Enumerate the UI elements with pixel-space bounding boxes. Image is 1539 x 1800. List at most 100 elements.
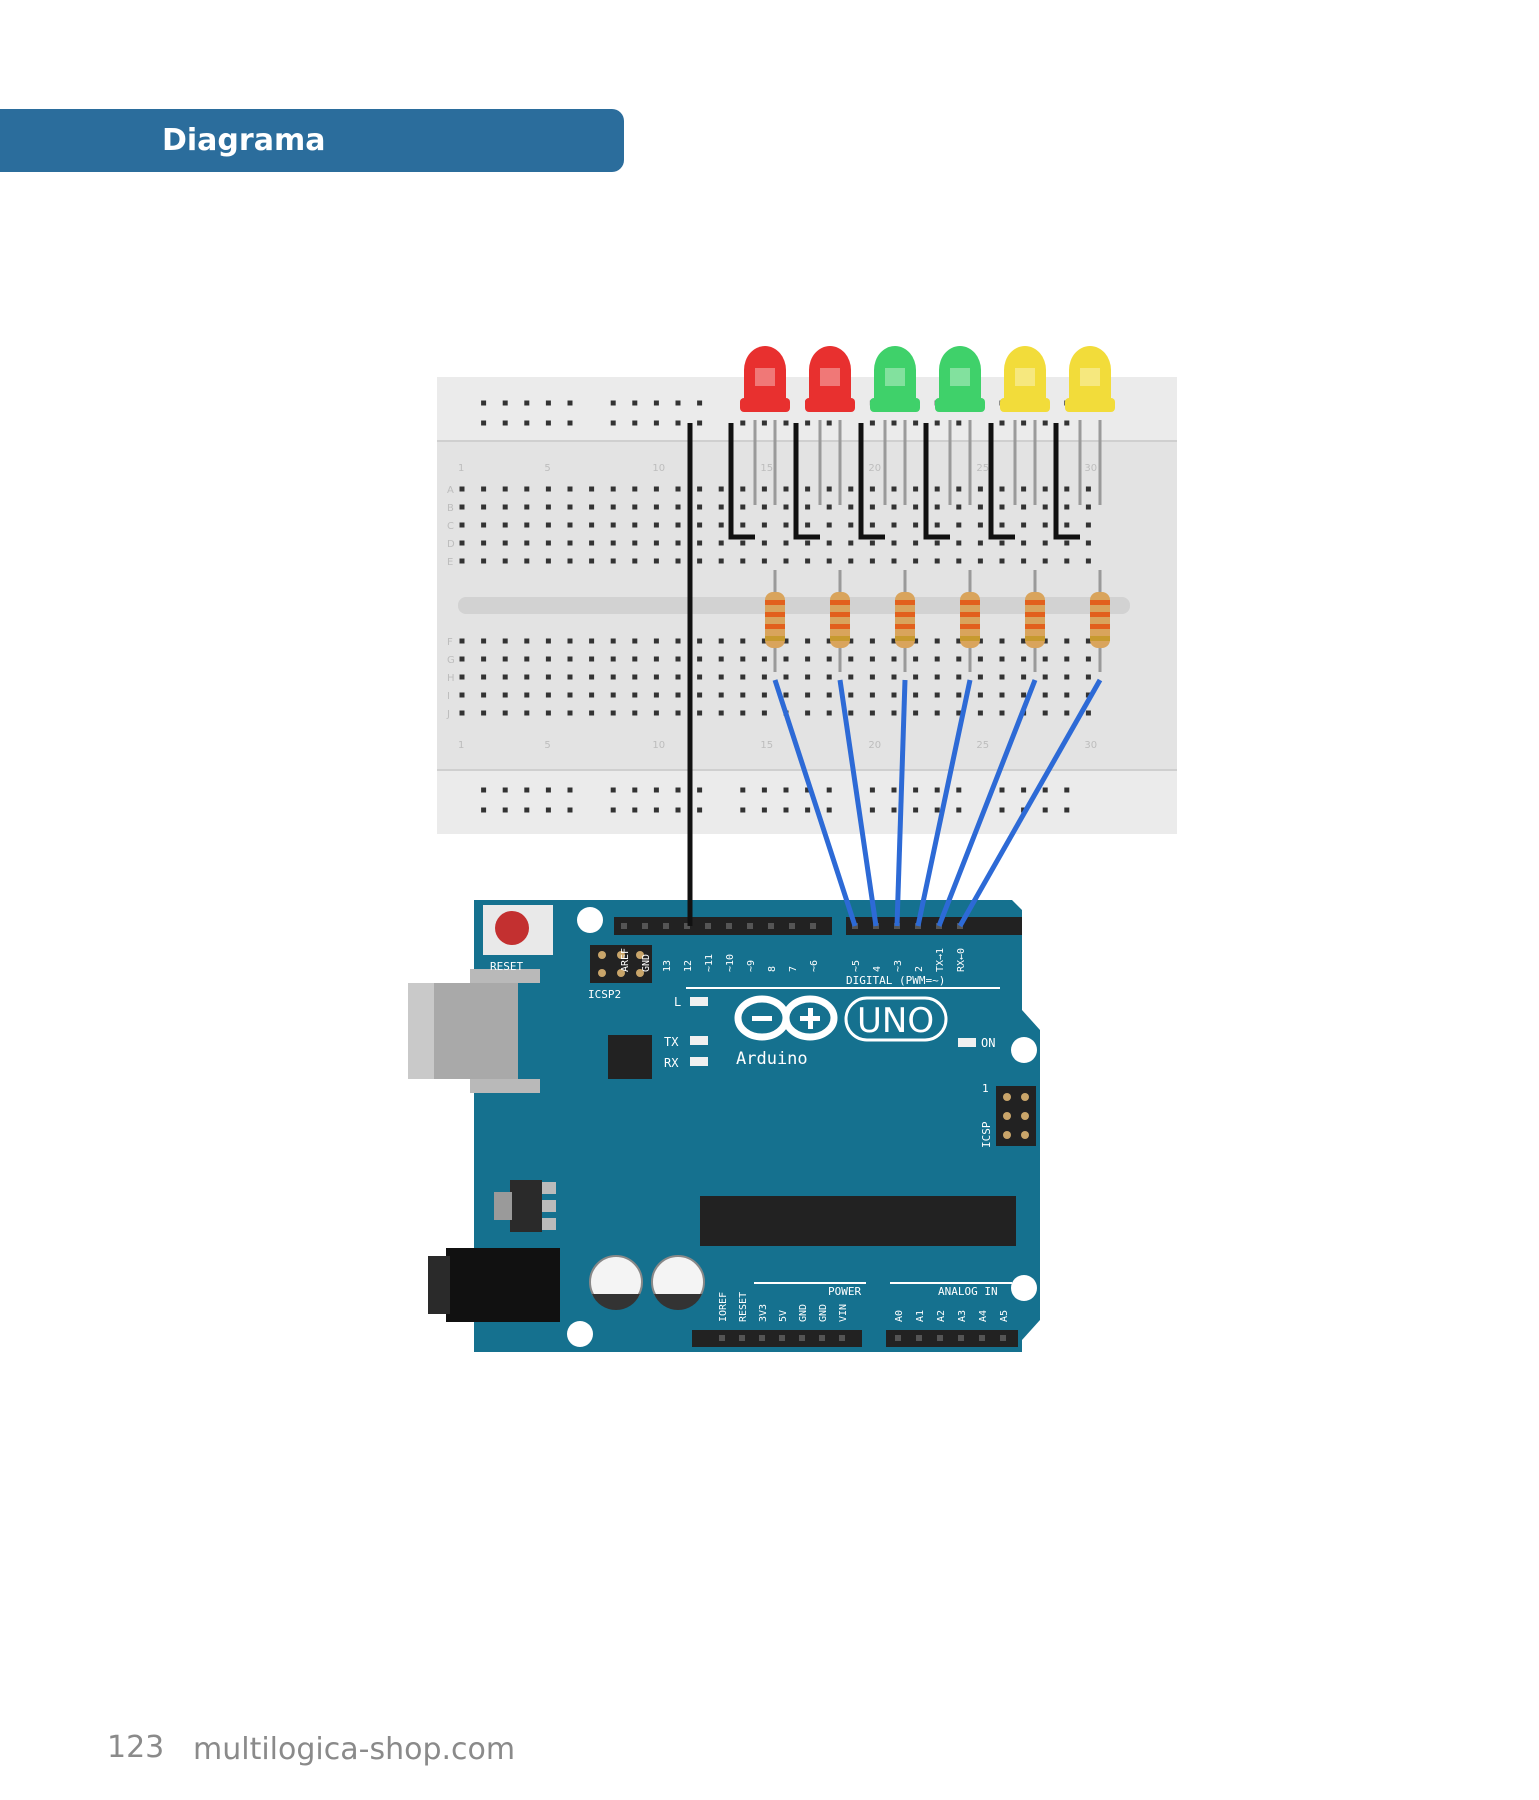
- header-pin: [739, 1335, 745, 1341]
- col-number: 15: [760, 463, 773, 474]
- led-ground-wire: [858, 423, 885, 540]
- resistor-band: [960, 600, 980, 605]
- resistor: [895, 592, 915, 648]
- digital-pin-label: ~10: [725, 954, 736, 972]
- analog-pin-label: A0: [894, 1310, 905, 1322]
- resistor: [960, 592, 980, 648]
- header-pin: [937, 1335, 943, 1341]
- header-pin: [621, 923, 627, 929]
- reset-button[interactable]: [483, 905, 553, 955]
- header-pin: [719, 1335, 725, 1341]
- col-number: 30: [1084, 463, 1097, 474]
- page-number: 123: [107, 1730, 165, 1765]
- header-pin: [810, 923, 816, 929]
- digital-pin-label: GND: [641, 954, 652, 972]
- digital-label: DIGITAL (PWM=~): [846, 974, 945, 987]
- led-rim: [740, 398, 790, 412]
- led-ground-wire: [728, 423, 755, 540]
- digital-pin-label: ~3: [893, 960, 904, 972]
- header-pin: [1000, 1335, 1006, 1341]
- resistor: [830, 592, 850, 648]
- header-pin: [726, 923, 732, 929]
- section-header-banner: Diagrama: [0, 109, 624, 172]
- icsp-header: [996, 1086, 1036, 1146]
- analog-header: [886, 1330, 1018, 1347]
- resistor-band: [765, 612, 785, 617]
- power-header: [692, 1330, 862, 1347]
- header-pin: [705, 923, 711, 929]
- power-pin-label: 3V3: [758, 1304, 769, 1322]
- power-pin-label: GND: [818, 1304, 829, 1322]
- resistor-band: [960, 612, 980, 617]
- footer-site: multilogica-shop.com: [193, 1732, 516, 1767]
- led-tx-label: TX: [664, 1035, 679, 1049]
- digital-pin-label: RX←0: [956, 948, 967, 972]
- resistor: [765, 592, 785, 648]
- digital-pin-label: ~9: [746, 960, 757, 972]
- power-pin-label: GND: [798, 1304, 809, 1322]
- icsp2-label: ICSP2: [588, 988, 621, 1001]
- led-rx-label: RX: [664, 1056, 679, 1070]
- row-letter: I: [447, 691, 450, 702]
- resistor-band: [765, 636, 785, 641]
- capacitors: [589, 1255, 705, 1311]
- digital-pin-label: ~11: [704, 954, 715, 972]
- row-letter: H: [447, 673, 455, 684]
- icsp2-header: [590, 945, 652, 983]
- section-title: Diagrama: [162, 123, 326, 158]
- col-number: 25: [976, 463, 989, 474]
- analog-pin-label: A1: [915, 1310, 926, 1322]
- power-pin-label: 5V: [778, 1310, 789, 1322]
- row-letter: B: [447, 503, 454, 514]
- col-number: 30: [1084, 740, 1097, 751]
- led-body: [809, 346, 851, 400]
- microcontroller-chip: [700, 1196, 1016, 1246]
- resistor-band: [1090, 612, 1110, 617]
- resistor-band: [830, 636, 850, 641]
- resistor-band: [960, 636, 980, 641]
- col-number: 1: [458, 463, 464, 474]
- resistor-band: [1025, 636, 1045, 641]
- row-letter: E: [447, 557, 453, 568]
- col-number: 1: [458, 740, 464, 751]
- resistor-band: [895, 624, 915, 629]
- led-ground-wire: [988, 423, 1015, 540]
- led-red: [805, 346, 855, 412]
- header-pin: [759, 1335, 765, 1341]
- resistor: [1090, 592, 1110, 648]
- led-on-label: ON: [981, 1036, 995, 1050]
- led-rim: [1000, 398, 1050, 412]
- col-number: 5: [544, 740, 550, 751]
- reset-label: RESET: [490, 960, 523, 973]
- digital-pin-label: 2: [914, 966, 925, 972]
- digital-pin-label: TX→1: [935, 948, 946, 972]
- led-body: [1004, 346, 1046, 400]
- resistor-band: [1025, 612, 1045, 617]
- arduino-logo: UNO Arduino: [734, 995, 948, 1069]
- resistor-band: [895, 636, 915, 641]
- led-yellow: [1065, 346, 1115, 412]
- row-letter: G: [447, 655, 455, 666]
- header-pin: [839, 1335, 845, 1341]
- header-pin: [819, 1335, 825, 1341]
- header-pin: [895, 1335, 901, 1341]
- col-number: 10: [652, 740, 665, 751]
- led-ground-wire: [793, 423, 820, 540]
- header-pin: [789, 923, 795, 929]
- col-number: 20: [868, 463, 881, 474]
- resistor-band: [1090, 624, 1110, 629]
- power-pin-label: IOREF: [718, 1292, 729, 1322]
- digital-pin-label: AREF: [620, 948, 631, 972]
- col-number: 10: [652, 463, 665, 474]
- led-green: [870, 346, 920, 412]
- resistor-band: [1090, 636, 1110, 641]
- digital-header: [614, 917, 1022, 935]
- analog-pin-label: A2: [936, 1310, 947, 1322]
- signal-wire: [936, 679, 1038, 927]
- signal-wire: [915, 679, 973, 927]
- resistor-band: [960, 624, 980, 629]
- logo-model: UNO: [857, 1001, 934, 1041]
- power-label: POWER: [828, 1285, 861, 1298]
